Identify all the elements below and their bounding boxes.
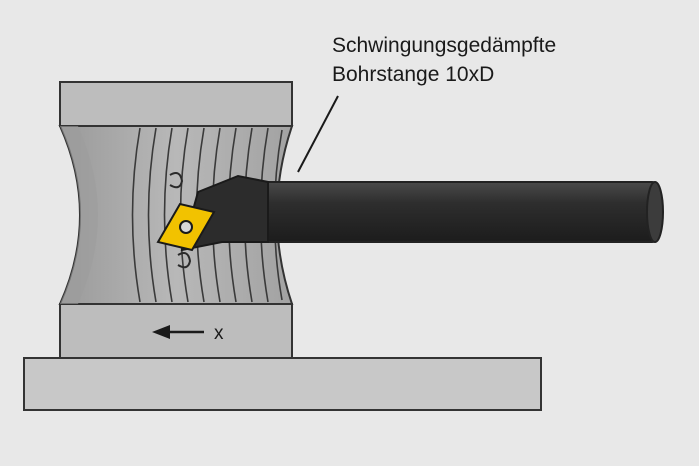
- insert-screw: [179, 220, 193, 234]
- chip-curls: [169, 172, 192, 269]
- callout-leader-line: [297, 95, 339, 173]
- boring-bar-end-face: [646, 181, 664, 243]
- workpiece-bore-shadow: [60, 126, 98, 304]
- fixture-block-upper: [59, 81, 293, 127]
- callout-label-line1: Schwingungsgedämpfte: [332, 34, 556, 57]
- feed-arrow: [152, 325, 204, 339]
- feed-axis-label: x: [214, 323, 224, 344]
- callout-label-line2: Bohrstange 10xD: [332, 63, 494, 86]
- boring-bar: [261, 181, 659, 243]
- base-plate: [23, 357, 542, 411]
